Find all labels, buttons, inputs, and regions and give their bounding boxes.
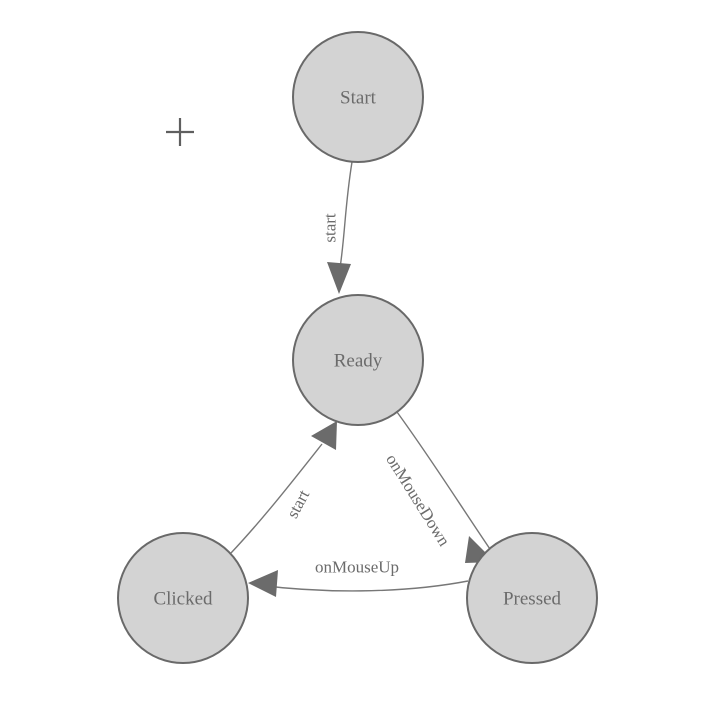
node-clicked[interactable]: Clicked	[117, 532, 249, 664]
node-start[interactable]: Start	[292, 31, 424, 163]
edge-pressed-to-clicked-arrowhead	[248, 570, 278, 597]
edge-clicked-to-ready-arrowhead	[311, 421, 337, 450]
edge-ready-to-pressed-path	[396, 411, 493, 553]
edge-label-clicked-to-ready: start	[283, 486, 314, 521]
edge-start-to-ready[interactable]: start	[321, 161, 353, 294]
edge-ready-to-pressed[interactable]: onMouseDown	[382, 411, 495, 563]
edge-clicked-to-ready-path	[230, 443, 323, 554]
edge-label-pressed-to-clicked: onMouseUp	[315, 558, 399, 577]
edge-start-to-ready-path	[339, 161, 353, 269]
nodes-layer: Start Ready Clicked Pressed	[117, 31, 598, 664]
edge-label-ready-to-pressed: onMouseDown	[382, 451, 454, 550]
node-ready-label: Ready	[334, 351, 383, 372]
node-clicked-label: Clicked	[153, 589, 213, 610]
plus-marker[interactable]	[166, 118, 194, 146]
node-pressed[interactable]: Pressed	[466, 532, 598, 664]
edge-clicked-to-ready[interactable]: start	[230, 421, 337, 554]
edge-pressed-to-clicked-path	[257, 580, 469, 592]
node-ready[interactable]: Ready	[292, 294, 424, 426]
node-ready-circle	[292, 294, 424, 426]
node-start-label: Start	[340, 88, 377, 109]
node-start-circle	[292, 31, 424, 163]
edge-label-start-to-ready: start	[321, 213, 340, 243]
node-pressed-circle	[466, 532, 598, 664]
edge-pressed-to-clicked[interactable]: onMouseUp	[248, 558, 469, 598]
node-clicked-circle	[117, 532, 249, 664]
node-pressed-label: Pressed	[503, 589, 562, 610]
edge-start-to-ready-arrowhead	[327, 262, 351, 294]
